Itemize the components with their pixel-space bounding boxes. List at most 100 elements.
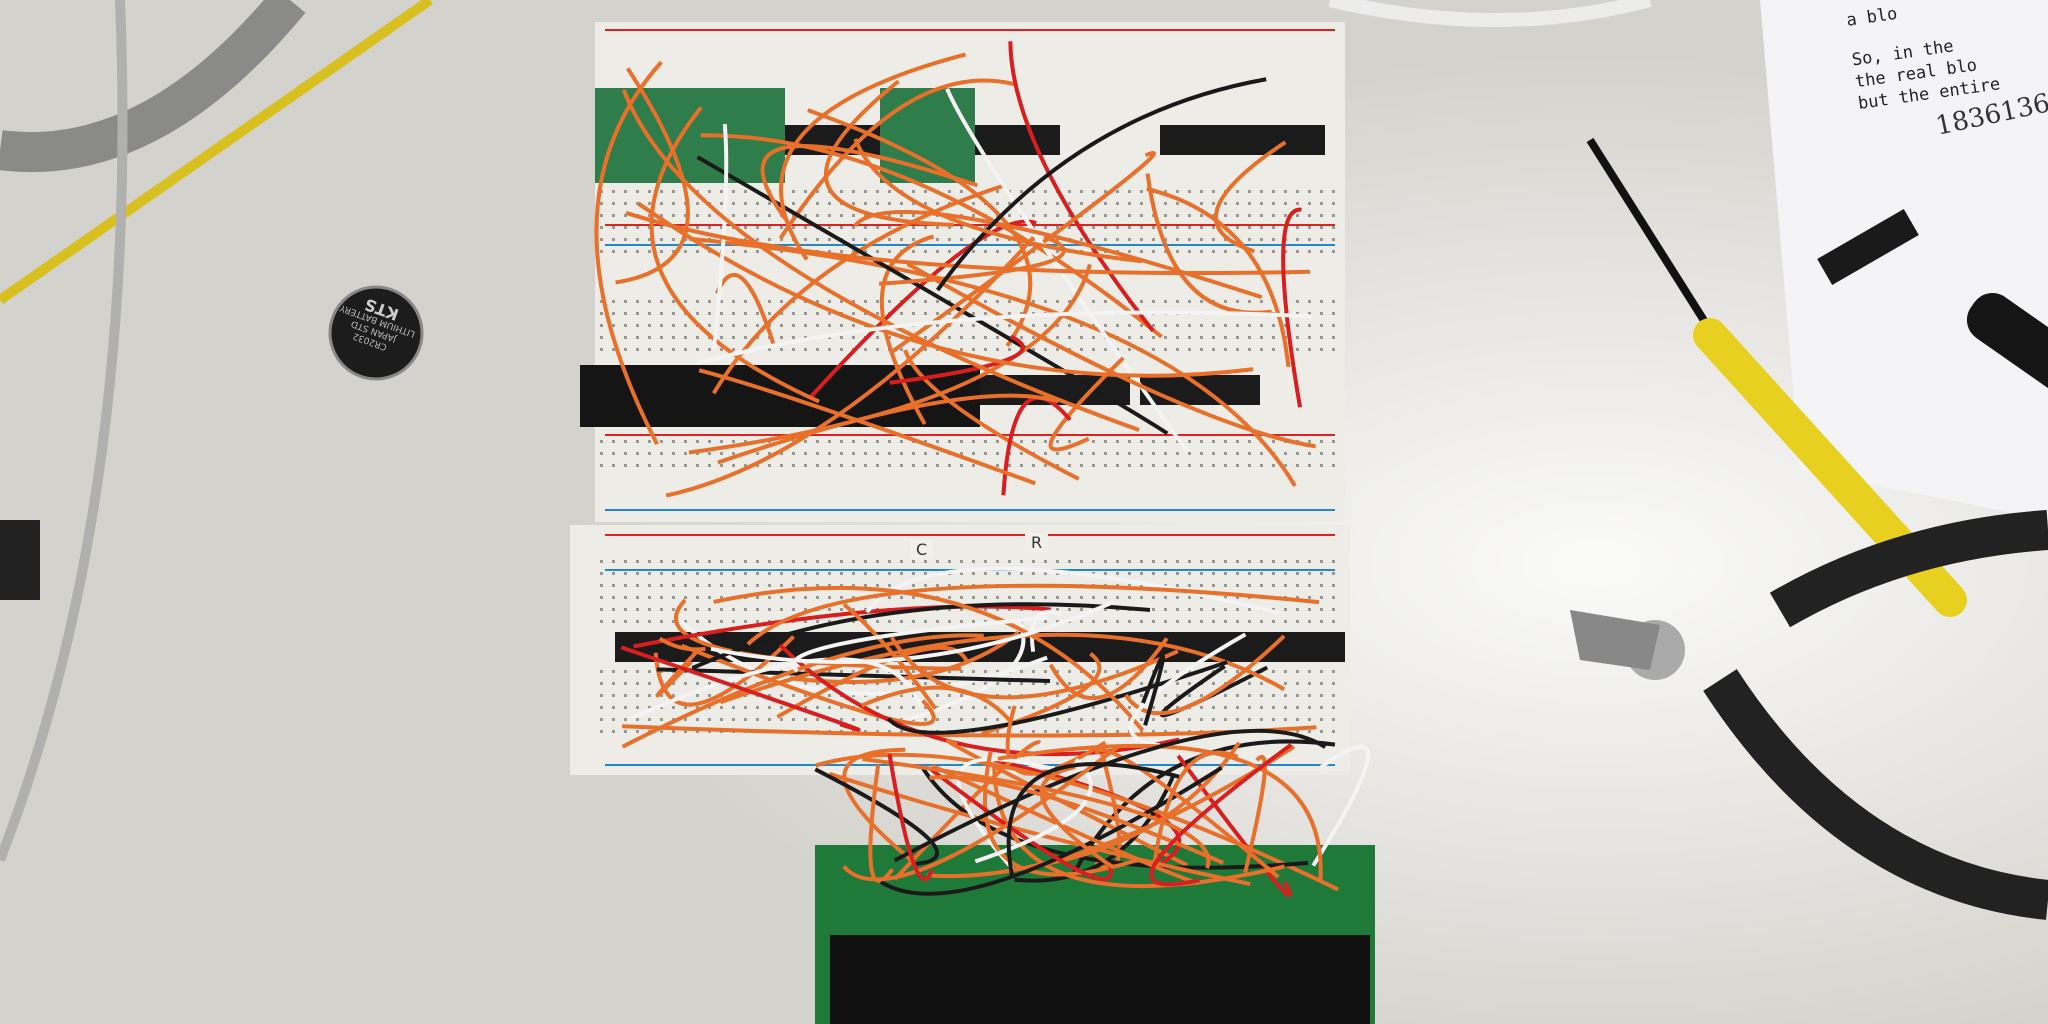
hole bbox=[1068, 464, 1071, 467]
hole bbox=[1308, 238, 1311, 241]
hole bbox=[984, 560, 987, 563]
hole bbox=[1212, 706, 1215, 709]
hole bbox=[744, 250, 747, 253]
hole bbox=[672, 608, 675, 611]
hole bbox=[612, 730, 615, 733]
hole bbox=[936, 324, 939, 327]
hole bbox=[612, 560, 615, 563]
hole bbox=[1152, 348, 1155, 351]
hole bbox=[852, 312, 855, 315]
hole bbox=[612, 694, 615, 697]
hole bbox=[732, 452, 735, 455]
hole bbox=[960, 584, 963, 587]
hole bbox=[1248, 452, 1251, 455]
hole bbox=[1260, 620, 1263, 623]
hole bbox=[960, 620, 963, 623]
hole bbox=[1044, 464, 1047, 467]
hole bbox=[996, 682, 999, 685]
hole bbox=[948, 190, 951, 193]
hole bbox=[852, 250, 855, 253]
hole bbox=[732, 190, 735, 193]
hole bbox=[1140, 452, 1143, 455]
hole bbox=[960, 706, 963, 709]
hole bbox=[744, 214, 747, 217]
hole bbox=[828, 670, 831, 673]
hole bbox=[636, 348, 639, 351]
hole bbox=[1236, 584, 1239, 587]
hole bbox=[924, 584, 927, 587]
hole bbox=[852, 300, 855, 303]
hole bbox=[1128, 324, 1131, 327]
hole bbox=[780, 464, 783, 467]
hole bbox=[1044, 706, 1047, 709]
hole bbox=[648, 694, 651, 697]
hole bbox=[876, 706, 879, 709]
hole bbox=[900, 464, 903, 467]
hole bbox=[1056, 202, 1059, 205]
hole bbox=[816, 238, 819, 241]
hole bbox=[816, 682, 819, 685]
hole bbox=[624, 324, 627, 327]
hole bbox=[960, 608, 963, 611]
hole bbox=[648, 226, 651, 229]
wire bbox=[1001, 396, 1072, 496]
hole bbox=[720, 440, 723, 443]
hole bbox=[708, 608, 711, 611]
hole bbox=[732, 348, 735, 351]
hole bbox=[684, 336, 687, 339]
hole bbox=[684, 572, 687, 575]
hole bbox=[1140, 730, 1143, 733]
hole bbox=[1104, 572, 1107, 575]
wire bbox=[615, 67, 690, 285]
hole bbox=[924, 336, 927, 339]
hole bbox=[1188, 670, 1191, 673]
hole bbox=[1020, 706, 1023, 709]
hole bbox=[1284, 682, 1287, 685]
hole bbox=[864, 238, 867, 241]
hole bbox=[1332, 694, 1335, 697]
hole bbox=[1032, 706, 1035, 709]
hole bbox=[696, 336, 699, 339]
hole bbox=[1116, 464, 1119, 467]
hole bbox=[780, 694, 783, 697]
hole bbox=[1308, 560, 1311, 563]
hole bbox=[780, 452, 783, 455]
hole bbox=[1332, 440, 1335, 443]
hole bbox=[1032, 464, 1035, 467]
hole bbox=[804, 464, 807, 467]
hole bbox=[912, 312, 915, 315]
hole bbox=[1296, 238, 1299, 241]
hole bbox=[1104, 682, 1107, 685]
hole bbox=[1128, 452, 1131, 455]
hole bbox=[1164, 464, 1167, 467]
gray-cable bbox=[0, 0, 128, 862]
hole bbox=[696, 694, 699, 697]
hole bbox=[972, 464, 975, 467]
hole bbox=[876, 336, 879, 339]
hole bbox=[1248, 560, 1251, 563]
hole bbox=[1044, 620, 1047, 623]
hole bbox=[1032, 560, 1035, 563]
hole bbox=[900, 440, 903, 443]
hole bbox=[936, 620, 939, 623]
hole bbox=[876, 440, 879, 443]
hole bbox=[1104, 202, 1107, 205]
hole bbox=[1320, 572, 1323, 575]
hole bbox=[864, 348, 867, 351]
hole bbox=[1176, 682, 1179, 685]
hole bbox=[900, 214, 903, 217]
hole bbox=[1284, 670, 1287, 673]
hole bbox=[636, 670, 639, 673]
hole bbox=[1128, 214, 1131, 217]
wire bbox=[823, 79, 954, 227]
hole bbox=[1272, 250, 1275, 253]
hole bbox=[696, 440, 699, 443]
hole bbox=[756, 560, 759, 563]
hole bbox=[624, 214, 627, 217]
hole bbox=[912, 596, 915, 599]
hole bbox=[672, 620, 675, 623]
hole bbox=[708, 584, 711, 587]
hole bbox=[828, 572, 831, 575]
wire bbox=[1048, 637, 1169, 701]
hole bbox=[756, 706, 759, 709]
